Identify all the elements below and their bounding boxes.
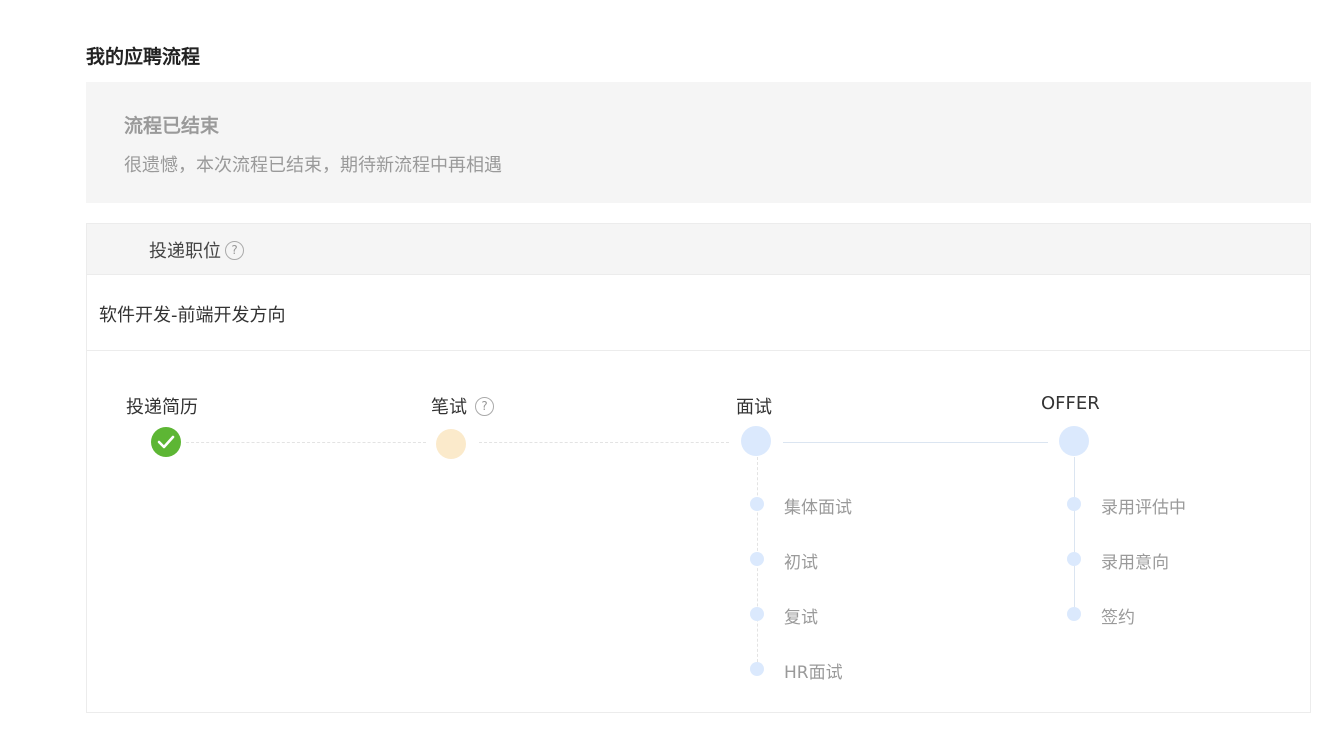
vertical-connector [1074, 457, 1075, 612]
help-icon[interactable]: ? [475, 396, 494, 416]
step-dot-written-test [436, 429, 466, 459]
position-name: 软件开发-前端开发方向 [99, 305, 286, 326]
card-header: 投递职位? [87, 224, 1310, 275]
substep-dot [750, 497, 764, 511]
position-row: 软件开发-前端开发方向 [87, 275, 1310, 351]
substep-group-interview: 集体面试 [784, 498, 852, 518]
substep-dot [750, 552, 764, 566]
notice-title: 流程已结束 [124, 115, 220, 137]
page-title: 我的应聘流程 [86, 46, 201, 68]
step-label-offer: OFFER [1041, 393, 1100, 414]
substep-dot [1067, 497, 1081, 511]
connector-line [186, 442, 426, 443]
help-icon[interactable]: ? [225, 240, 244, 260]
application-card: 投递职位? 软件开发-前端开发方向 投递简历 笔试? 面试 OFFER 集体面试… [86, 223, 1311, 713]
substep-dot [750, 662, 764, 676]
substep-dot [1067, 607, 1081, 621]
substep-second-interview: 复试 [784, 608, 818, 628]
substep-dot [750, 607, 764, 621]
connector-line [783, 442, 1048, 443]
step-label-interview: 面试 [736, 397, 772, 418]
substep-hr-interview: HR面试 [784, 663, 843, 683]
substep-offer-intent: 录用意向 [1101, 553, 1169, 573]
step-dot-interview [741, 426, 771, 456]
step-dot-resume-done [151, 427, 181, 457]
connector-line [479, 442, 729, 443]
substep-first-interview: 初试 [784, 553, 818, 573]
substep-dot [1067, 552, 1081, 566]
step-label-written-test: 笔试 [431, 397, 467, 418]
notice-message: 很遗憾，本次流程已结束，期待新流程中再相遇 [124, 155, 502, 176]
check-icon [157, 435, 175, 449]
substep-sign: 签约 [1101, 608, 1135, 628]
step-dot-offer [1059, 426, 1089, 456]
substep-offer-evaluation: 录用评估中 [1101, 498, 1186, 518]
applied-position-label: 投递职位 [149, 241, 221, 262]
step-label-resume: 投递简历 [126, 397, 198, 418]
process-ended-notice: 流程已结束 很遗憾，本次流程已结束，期待新流程中再相遇 [86, 82, 1311, 203]
